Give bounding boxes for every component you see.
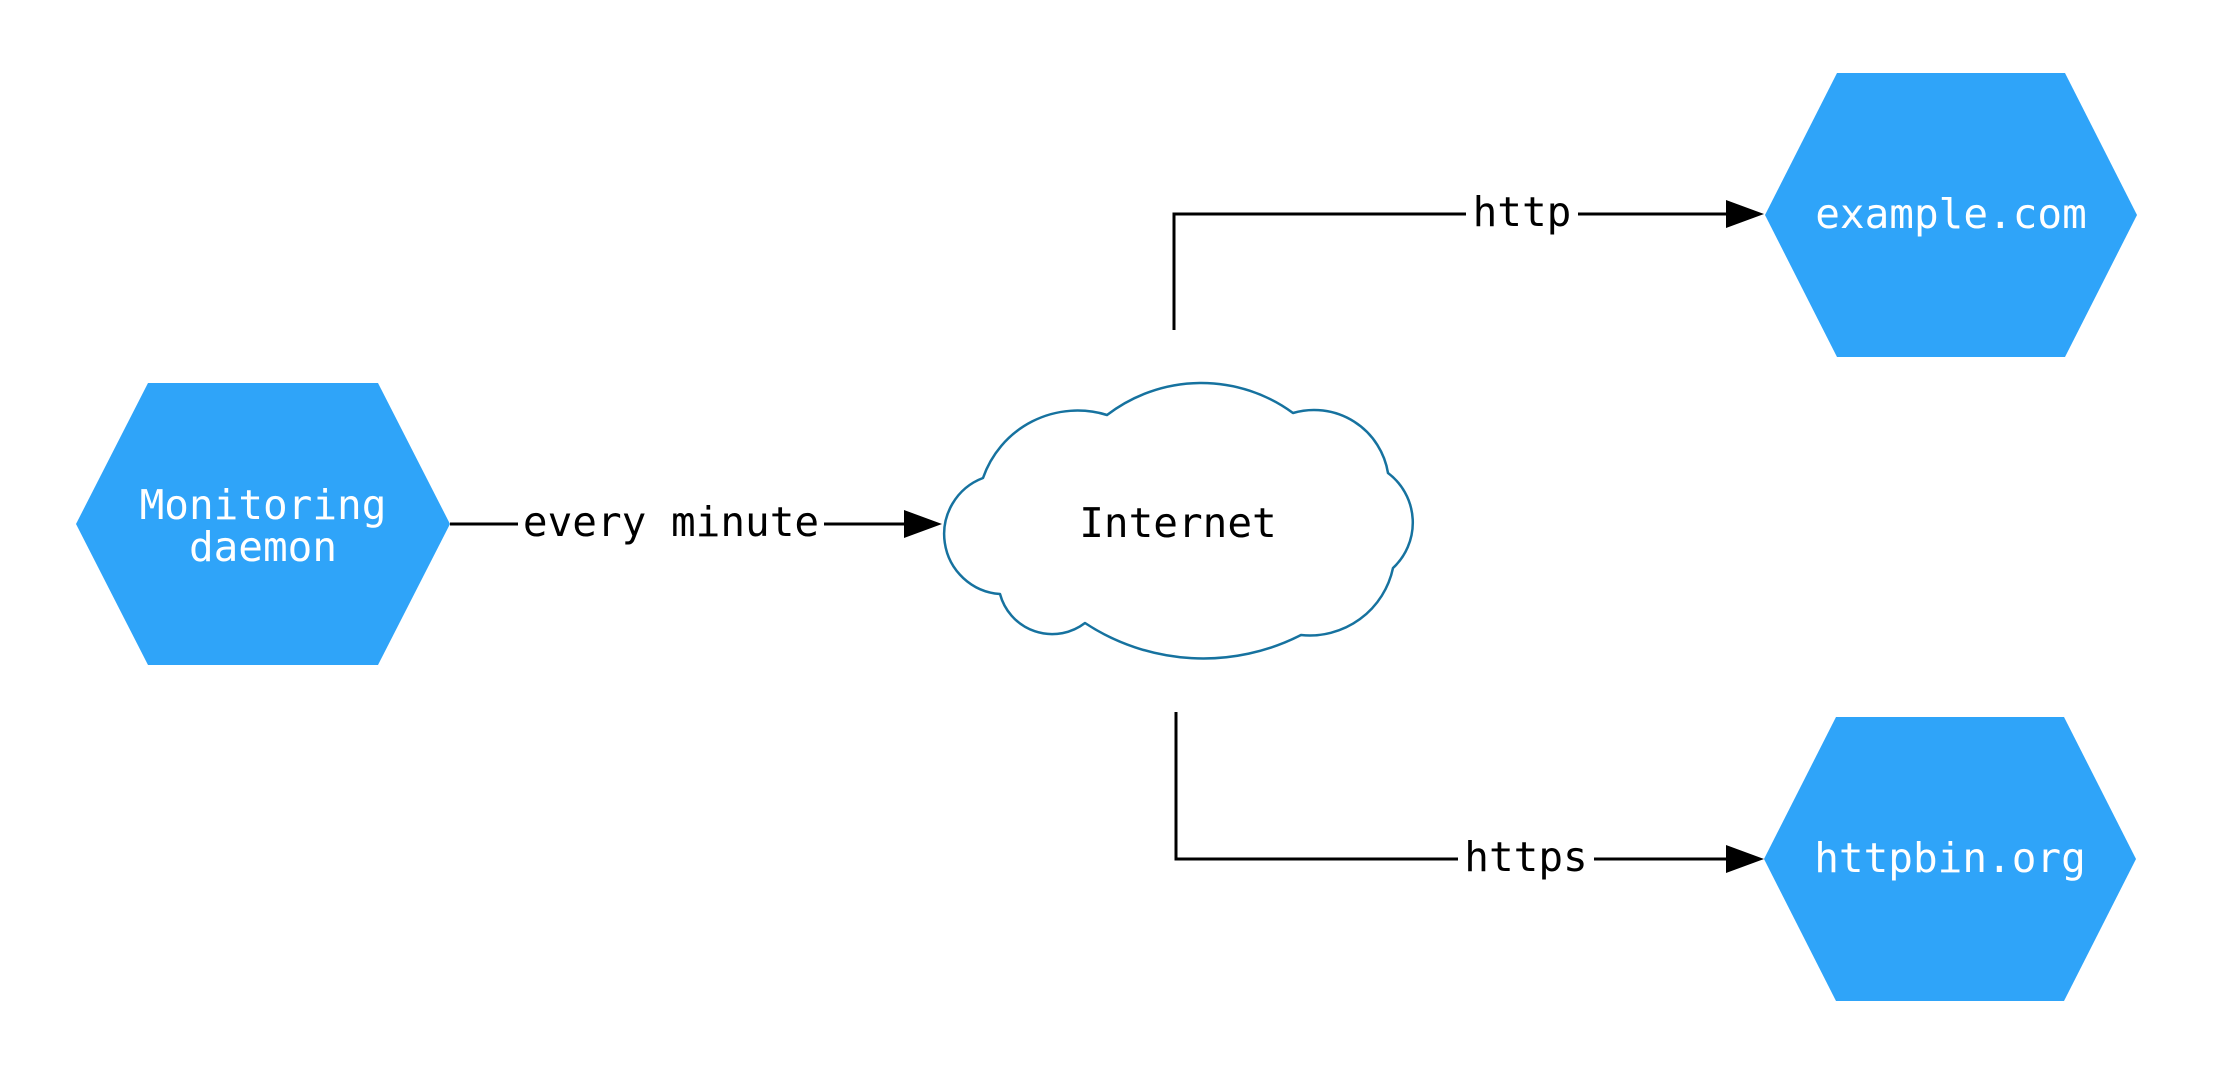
node-httpbin-org: httpbin.org bbox=[1764, 717, 2136, 1001]
edge-monitoring-to-internet bbox=[450, 510, 942, 538]
node-label-httpbin-org: httpbin.org bbox=[1814, 834, 2086, 882]
arrowhead-icon bbox=[1726, 845, 1764, 873]
node-label-example-com: example.com bbox=[1815, 190, 2087, 238]
edge-label-https: https bbox=[1464, 833, 1587, 881]
node-label-monitoring-line1: Monitoring bbox=[140, 481, 387, 529]
arrowhead-icon bbox=[1726, 200, 1764, 228]
edge-internet-to-httpbin-org bbox=[1174, 712, 1764, 873]
hexagon-shape bbox=[1764, 717, 2136, 1001]
edge-label-every-minute: every minute bbox=[523, 498, 819, 546]
node-label-monitoring-line2: daemon bbox=[189, 523, 337, 571]
hexagon-shape bbox=[1765, 73, 2137, 357]
node-internet: Internet bbox=[942, 381, 1415, 660]
hexagon-shape bbox=[76, 383, 450, 665]
edge-segment bbox=[1172, 212, 1466, 330]
edge-segment bbox=[1174, 712, 1458, 861]
node-label-internet: Internet bbox=[1079, 499, 1276, 547]
cloud-shape bbox=[942, 381, 1415, 660]
edge-label-http: http bbox=[1473, 188, 1572, 236]
node-monitoring-daemon: Monitoring daemon bbox=[76, 383, 450, 665]
node-example-com: example.com bbox=[1765, 73, 2137, 357]
edge-internet-to-example-com bbox=[1172, 200, 1764, 330]
arrowhead-icon bbox=[904, 510, 942, 538]
